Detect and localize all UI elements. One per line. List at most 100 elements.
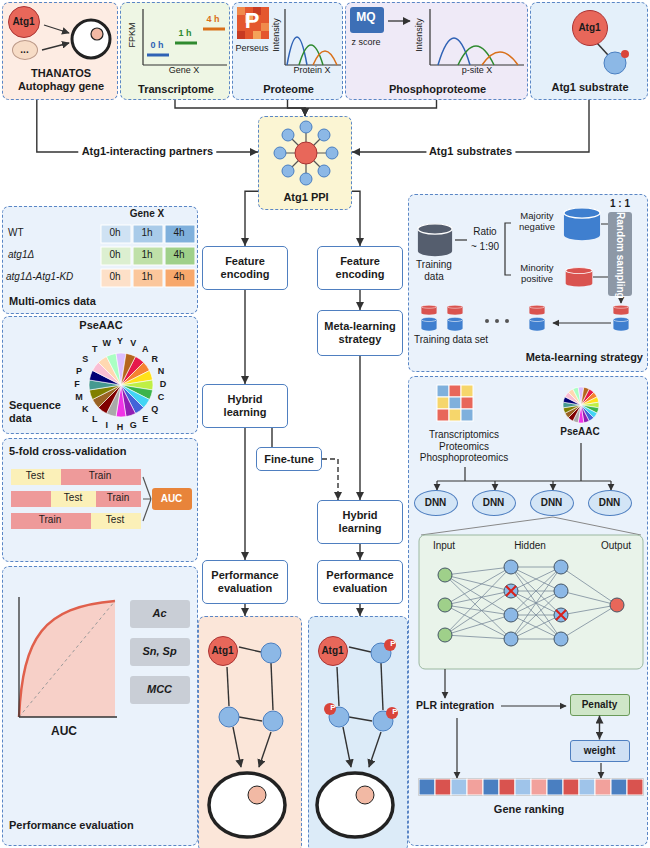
label: V [130, 338, 136, 348]
drawing-path [436, 481, 437, 490]
label: Hidden [514, 540, 546, 552]
label: WT [8, 227, 24, 239]
node-text: Meta-learning strategy [505, 351, 643, 364]
drawing-path [561, 605, 617, 639]
label: Protein X [293, 65, 330, 75]
drawing-use [613, 317, 628, 330]
drawing-rect [165, 225, 195, 243]
label: S [82, 354, 88, 364]
drawing-use [421, 317, 436, 330]
node-text: Performance evaluation [9, 819, 195, 832]
process-box: Fine-tune [256, 447, 322, 471]
drawing-rect [563, 779, 579, 795]
drawing-circle [356, 786, 374, 804]
drawing-path [620, 297, 621, 303]
drawing-path [445, 567, 511, 605]
label: P [390, 639, 395, 648]
drawing-use [529, 305, 544, 315]
node-text: Performance evaluation [322, 569, 398, 594]
drawing-use [447, 305, 462, 315]
node-text: Meta-learning strategy [322, 320, 398, 345]
label: 1h [141, 249, 152, 261]
node-text: Fine-tune [264, 453, 314, 466]
drawing-path [430, 9, 524, 65]
process-box: Performance evaluation [202, 560, 288, 604]
label: R [152, 354, 159, 364]
drawing-g [485, 319, 509, 323]
dnn-node: DNN [414, 490, 458, 516]
drawing-use [529, 317, 544, 330]
illustration [3, 317, 199, 435]
drawing-circle [386, 707, 398, 719]
drawing-path [19, 597, 117, 717]
process-box: Hybrid learning [202, 384, 288, 428]
edge-label: Atg1-interacting partners [79, 145, 216, 158]
label: 1h [141, 227, 152, 239]
drawing-rect [461, 385, 473, 397]
connector [352, 100, 589, 152]
drawing-g [437, 385, 473, 421]
label: 0h [109, 249, 120, 261]
metric-box: AUC [152, 488, 192, 510]
drawing-circle [504, 584, 518, 598]
panel: THANATOS Autophagy geneAtg1... [2, 2, 118, 100]
drawing-path [561, 591, 617, 605]
node-text: weight [584, 745, 616, 757]
drawing-circle [300, 173, 312, 185]
connector [244, 290, 245, 384]
drawing-ellipse [317, 773, 393, 837]
drawing-circle [554, 608, 568, 622]
drawing-circle [504, 560, 518, 574]
process-box: Feature encoding [202, 246, 288, 290]
drawing-rect [101, 269, 131, 287]
drawing-circle [554, 560, 568, 574]
edge-label: Atg1 substrates [426, 145, 515, 158]
label: P [76, 366, 82, 376]
drawing-path [369, 732, 381, 767]
label: 0h [109, 271, 120, 283]
label: T [92, 344, 98, 354]
drawing-use [447, 317, 462, 330]
drawing-path [511, 615, 561, 639]
drawing-path [445, 575, 511, 639]
node-text: Atg1 substrate [531, 81, 649, 94]
label: PseAAC [560, 426, 599, 438]
drawing-path [600, 763, 601, 778]
drawing-circle [554, 584, 568, 598]
drawing-rect [437, 385, 449, 397]
label: P [392, 707, 397, 716]
drawing-path [239, 717, 262, 721]
label: H [117, 422, 124, 432]
drawing-circle [295, 142, 317, 164]
node-text: Atg1 [12, 16, 34, 28]
drawing-circle [282, 129, 294, 141]
node-text: Random sampling [614, 212, 626, 296]
drawing-g [227, 647, 273, 767]
label: A [142, 344, 149, 354]
label: FPKM [127, 22, 137, 47]
drawing-circle [495, 319, 499, 323]
drawing-rect [91, 513, 141, 529]
connector [359, 356, 360, 500]
panel: Atg1 [198, 616, 302, 848]
drawing-rect [61, 469, 141, 485]
drawing-path [445, 591, 511, 635]
label: Test [106, 514, 124, 526]
node-text: DNN [425, 497, 447, 509]
label: PLR integration [416, 699, 494, 711]
label: Majority negative [514, 211, 560, 233]
panel: Atg1 substrateAtg1 [530, 2, 648, 100]
drawing-use [418, 224, 452, 256]
drawing-circle [263, 711, 283, 731]
dnn-node: DNN [530, 490, 574, 516]
label: Train [107, 492, 129, 504]
process-box: Meta-learning strategy [317, 310, 403, 356]
drawing-path [147, 54, 169, 57]
drawing-circle [219, 707, 239, 727]
drawing-rect [133, 247, 163, 265]
label: p-site X [462, 65, 493, 75]
drawing-path [444, 669, 445, 698]
drawing-path [610, 481, 611, 490]
label: Q [151, 404, 158, 414]
